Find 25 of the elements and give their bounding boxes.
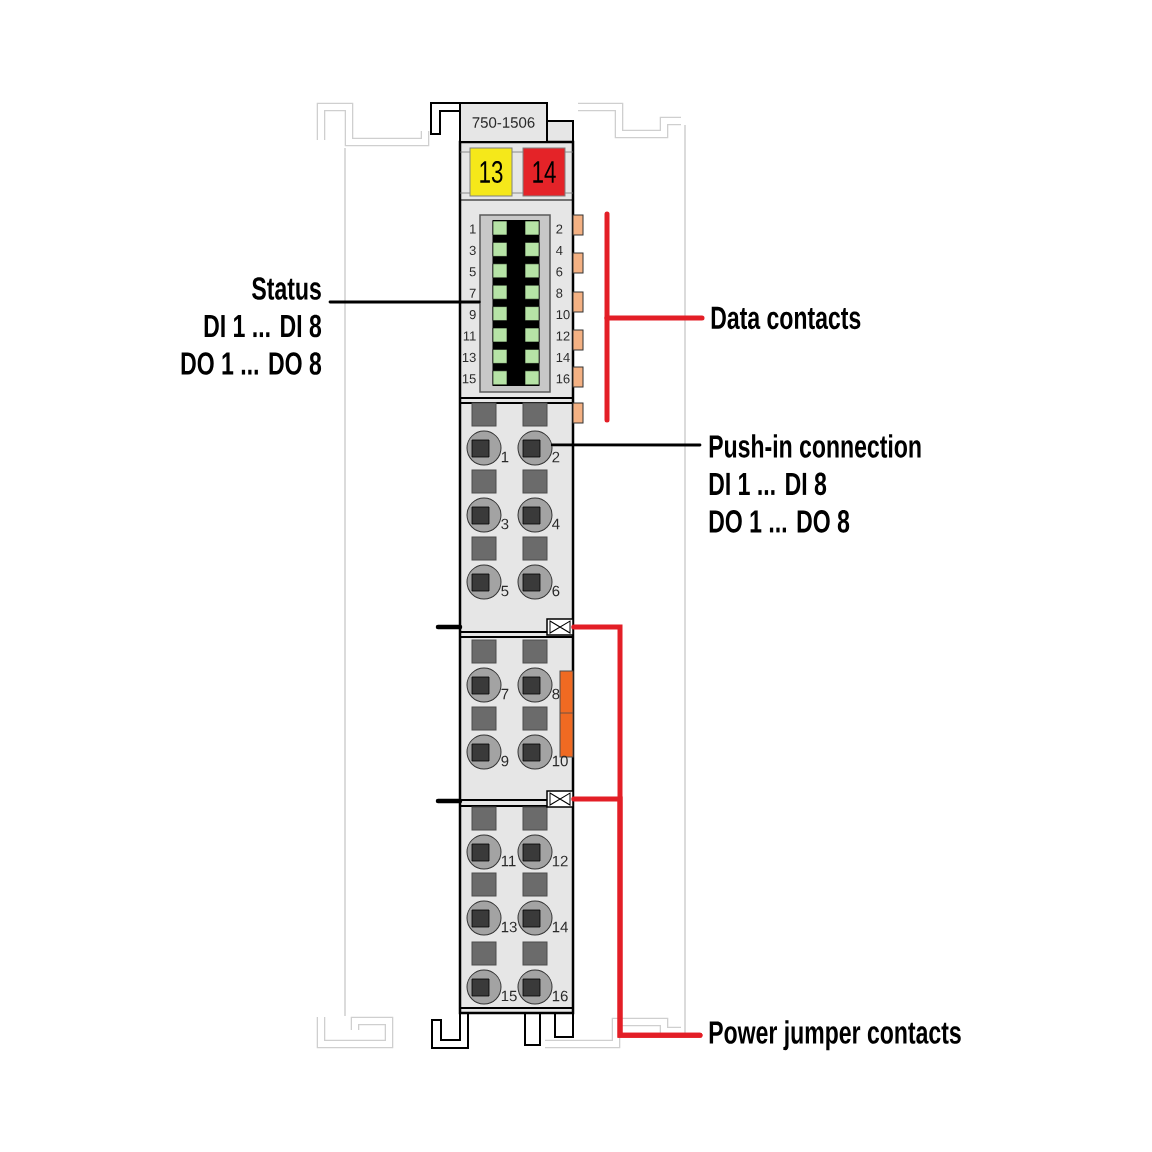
terminal-number: 1	[501, 451, 509, 463]
led-number: 11	[463, 331, 476, 341]
led-number: 9	[469, 310, 476, 320]
leader-line	[571, 796, 703, 1038]
led-number: 7	[469, 288, 476, 298]
callout-text: Power jumper contacts	[709, 1020, 961, 1051]
terminal-number: 7	[501, 688, 509, 700]
callout-text: Status DI 1 ... DI 8 DO 1 ... DO 8	[181, 277, 322, 375]
terminal-number: 3	[501, 518, 509, 530]
led-number: 1	[470, 224, 476, 234]
terminal-number: 11	[501, 855, 516, 867]
terminal-number: 13	[501, 921, 517, 933]
terminal-number: 15	[501, 990, 517, 1002]
terminal-number: 5	[501, 585, 509, 597]
marker-tag: 13	[469, 147, 513, 197]
leader-line	[550, 443, 702, 447]
leader-line	[328, 300, 481, 304]
leader-line	[604, 315, 705, 321]
led-number: 13	[462, 352, 476, 362]
led-number: 15	[462, 374, 476, 384]
terminal-number: 9	[501, 755, 509, 767]
callout-text: Data contacts	[711, 306, 861, 330]
callout-text: Push-in connection DI 1 ... DI 8 DO 1 ... DO 8	[709, 434, 921, 533]
led-number: 5	[469, 267, 476, 277]
led-number: 3	[469, 245, 476, 255]
